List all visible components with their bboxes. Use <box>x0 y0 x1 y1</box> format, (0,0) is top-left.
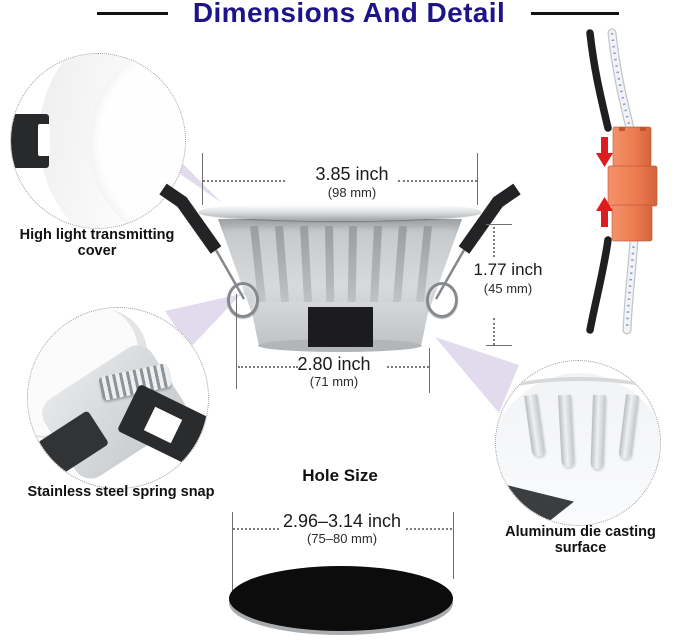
detail-circle-cover <box>10 53 186 229</box>
heatsink-fin <box>392 225 407 309</box>
dim-top-mm: (98 mm) <box>327 185 377 200</box>
wire-print-bottom <box>625 239 636 331</box>
wire-black-bottom <box>586 236 612 334</box>
detail-circle-surface <box>495 360 661 526</box>
dim-top-line-left <box>203 180 285 182</box>
page-title: Dimensions And Detail <box>192 0 506 28</box>
heatsink-fin <box>300 225 313 312</box>
heatsink-fin <box>347 225 357 314</box>
hole-line-left <box>233 528 279 530</box>
surface-rim <box>496 377 660 427</box>
dim-top-inch: 3.85 inch <box>315 164 389 184</box>
dim-top-ext-left <box>202 153 203 205</box>
hole-ext-left <box>232 512 233 598</box>
dim-body-inch: 2.80 inch <box>297 354 371 374</box>
dim-height-line-top <box>493 227 495 257</box>
hole-mm: (75–80 mm) <box>306 531 378 546</box>
hole-line-right <box>406 528 452 530</box>
dim-body-line-left <box>238 366 298 368</box>
snap-ring-right <box>426 282 458 318</box>
connector-notch <box>619 127 625 131</box>
wire-white-top <box>608 29 634 132</box>
snap-ring-left <box>227 282 259 318</box>
surface-fin <box>590 394 606 470</box>
hole-ellipse <box>229 566 453 631</box>
wire-black-top <box>586 29 612 132</box>
heatsink-fin <box>325 225 335 314</box>
label-surface: Aluminum die casting surface <box>505 524 656 556</box>
hole-size-heading: Hole Size <box>302 466 378 485</box>
title-rule-right <box>531 12 619 15</box>
spring-arm-right <box>458 183 521 254</box>
connector-notch <box>640 127 646 131</box>
dim-top-line-right <box>398 180 477 182</box>
wire-white-bottom <box>623 236 638 334</box>
dim-height-line-bottom <box>493 318 495 345</box>
dim-height-mm: (45 mm) <box>483 281 533 296</box>
cover-clip-slot <box>38 124 50 156</box>
dim-top-ext-right <box>477 153 478 205</box>
dim-body-ext-left <box>236 294 237 389</box>
connector-middle <box>607 165 658 207</box>
connector-top-half <box>612 126 652 168</box>
connector-assembly <box>586 28 658 335</box>
detail-circle-spring <box>27 307 209 489</box>
dim-body-mm: (71 mm) <box>309 374 359 389</box>
hole-ext-right <box>453 512 454 579</box>
heatsink-fin <box>369 225 382 312</box>
arrow-down-icon <box>596 137 613 167</box>
title-rule-left <box>97 12 168 15</box>
label-spring: Stainless steel spring snap <box>27 484 215 500</box>
arrow-up-icon <box>596 197 613 227</box>
dim-height-tick-top <box>486 224 512 225</box>
driver-box <box>308 307 373 347</box>
label-cover: High light transmitting cover <box>19 227 175 259</box>
dim-height-inch: 1.77 inch <box>473 260 543 279</box>
heatsink-fin <box>275 225 290 309</box>
wire-white-top-edge <box>607 28 635 133</box>
dim-height-tick-bottom <box>486 345 512 346</box>
wire-print-top <box>610 32 632 129</box>
trim-ring <box>199 202 481 221</box>
wire-white-bottom-edge <box>622 235 639 335</box>
dim-body-ext-right <box>429 348 430 393</box>
connector-bottom-half <box>611 204 653 242</box>
hole-inch: 2.96–3.14 inch <box>282 511 402 531</box>
dim-body-line-right <box>387 366 429 368</box>
